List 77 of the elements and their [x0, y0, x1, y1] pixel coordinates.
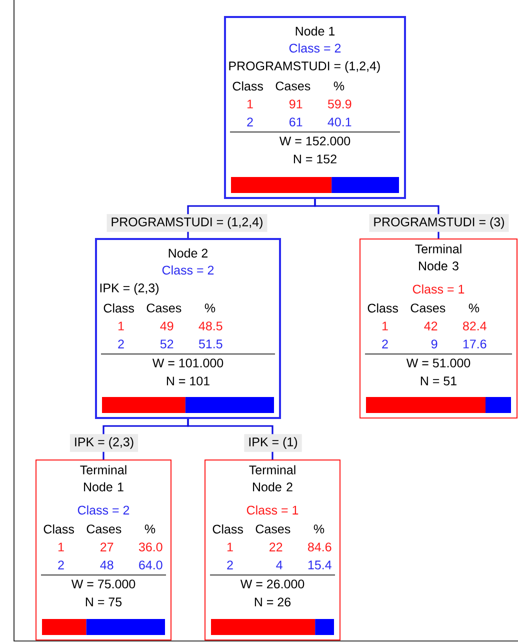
count-text: N = 51 — [420, 376, 456, 386]
table-cell: 82.4 — [463, 322, 486, 330]
count-text: N = 101 — [166, 376, 210, 386]
table-cell: 42 — [424, 322, 438, 330]
table-cell: 1 — [247, 100, 253, 108]
column-header: Cases — [86, 524, 122, 534]
connector-line — [314, 199, 440, 238]
table-cell: 2 — [58, 560, 64, 570]
node-title: Node 1 — [296, 26, 335, 36]
table-cell: 1 — [382, 322, 388, 330]
edge-label: IPK = (1) — [244, 434, 302, 452]
table-cell: 51.5 — [198, 340, 222, 348]
table-cell: 2 — [247, 118, 253, 126]
edge-label: IPK = (2,3) — [70, 434, 138, 452]
weight-text: W = 26.000 — [240, 580, 304, 588]
count-text: N = 75 — [86, 598, 122, 606]
column-header: Class — [232, 81, 263, 91]
predicted-class: Class = 2 — [289, 43, 341, 53]
table-cell: 1 — [58, 542, 64, 552]
table-cell: 52 — [160, 340, 174, 348]
split-rule: PROGRAMSTUDI = (1,2,4) — [229, 61, 380, 73]
column-header: % — [144, 524, 156, 534]
column-header: % — [334, 82, 344, 90]
column-header: Cases — [410, 304, 446, 312]
table-cell: 48.5 — [198, 322, 222, 330]
column-header: Cases — [276, 82, 310, 90]
column-header: % — [204, 304, 216, 312]
column-header: Class — [44, 524, 74, 534]
column-header: Class — [368, 303, 398, 313]
table-cell: 22 — [270, 542, 282, 552]
column-header: Cases — [146, 304, 182, 312]
column-header: % — [314, 524, 324, 534]
decision-node-box — [224, 16, 406, 199]
table-cell: 2 — [118, 340, 124, 348]
weight-text: W = 75.000 — [71, 580, 136, 588]
column-header: Class — [104, 303, 134, 313]
table-cell: 9 — [431, 340, 438, 348]
terminal-node-box — [204, 460, 340, 640]
count-text: N = 26 — [254, 598, 291, 606]
table-cell: 17.6 — [463, 340, 486, 348]
terminal-node-box — [36, 460, 172, 640]
table-cell: 64.0 — [139, 560, 162, 570]
predicted-class: Class = 2 — [162, 265, 214, 275]
table-cell: 59.9 — [328, 100, 352, 108]
weight-text: W = 51.000 — [406, 358, 470, 368]
count-text: N = 152 — [294, 154, 336, 164]
weight-text: W = 101.000 — [152, 358, 224, 368]
predicted-class: Class = 1 — [412, 284, 464, 294]
split-rule: IPK = (2,3) — [100, 283, 158, 295]
table-cell: 84.6 — [308, 542, 332, 552]
node-title: Terminal Node 3 — [415, 244, 462, 270]
table-cell: 49 — [160, 322, 174, 330]
edge-label: PROGRAMSTUDI = (3) — [369, 214, 509, 232]
predicted-class: Class = 2 — [78, 505, 130, 515]
column-header: Cases — [256, 524, 290, 534]
column-header: Class — [212, 524, 243, 534]
table-cell: 4 — [276, 560, 282, 570]
decision-node-box — [95, 238, 281, 419]
table-cell: 61 — [290, 118, 302, 126]
node-title: Terminal Node 2 — [249, 465, 296, 492]
table-cell: 2 — [382, 340, 388, 348]
column-header: % — [468, 304, 480, 312]
node-title: Terminal Node 1 — [80, 465, 126, 492]
table-cell: 91 — [289, 100, 302, 108]
edge-label: PROGRAMSTUDI = (1,2,4) — [106, 214, 268, 232]
table-cell: 27 — [100, 542, 114, 552]
weight-text: W = 152.000 — [279, 136, 350, 146]
table-cell: 36.0 — [138, 542, 162, 552]
table-cell: 40.1 — [328, 118, 352, 126]
terminal-node-box — [360, 238, 518, 418]
predicted-class: Class = 1 — [246, 505, 298, 515]
table-cell: 1 — [118, 322, 124, 330]
table-cell: 2 — [227, 560, 233, 570]
table-cell: 1 — [227, 542, 233, 552]
node-title: Node 2 — [168, 248, 208, 258]
table-cell: 15.4 — [308, 560, 332, 570]
table-cell: 48 — [100, 560, 114, 570]
